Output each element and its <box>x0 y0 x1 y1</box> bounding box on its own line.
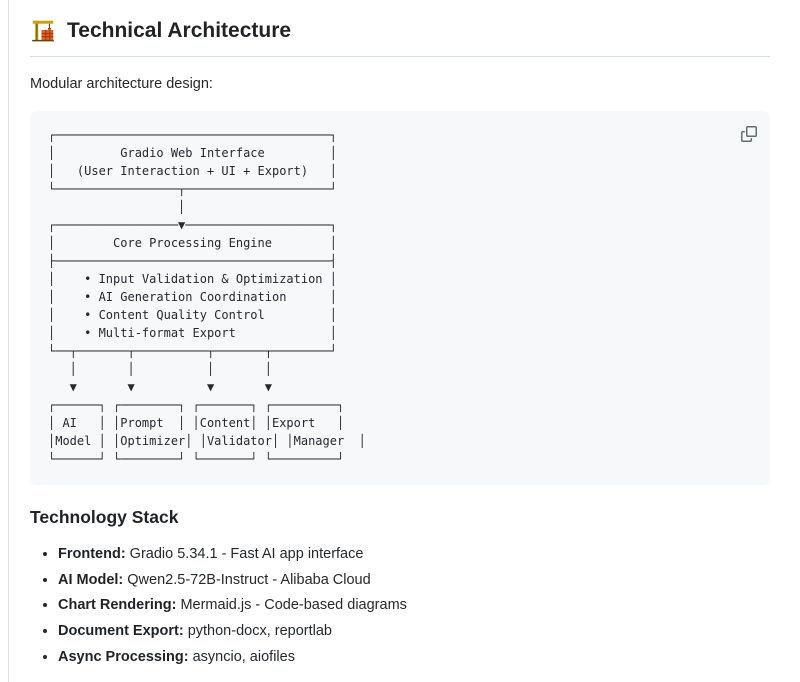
tech-stack-list: Frontend: Gradio 5.34.1 - Fast AI app in… <box>30 544 770 667</box>
item-label: Chart Rendering: <box>58 597 177 614</box>
item-label: Document Export: <box>58 623 184 640</box>
list-item: Document Export: python-docx, reportlab <box>58 621 770 642</box>
intro-text: Modular architecture design: <box>30 76 213 92</box>
list-item: Async Processing: asyncio, aiofiles <box>58 647 770 668</box>
list-item: Frontend: Gradio 5.34.1 - Fast AI app in… <box>58 544 770 565</box>
list-item: AI Model: Qwen2.5-72B-Instruct - Alibaba… <box>58 570 770 591</box>
item-text: asyncio, aiofiles <box>188 648 295 665</box>
item-text: Qwen2.5-72B-Instruct - Alibaba Cloud <box>123 571 371 588</box>
page-left-border <box>8 0 9 682</box>
item-text: Mermaid.js - Code-based diagrams <box>176 597 407 614</box>
section-heading: Technical Architecture <box>30 18 770 57</box>
copy-icon <box>741 126 757 143</box>
item-text: python-docx, reportlab <box>183 623 332 640</box>
page-title: Technical Architecture <box>67 19 292 42</box>
tech-stack-heading: Technology Stack <box>30 507 179 528</box>
copy-button[interactable] <box>734 119 764 149</box>
item-label: Async Processing: <box>58 648 189 665</box>
item-label: AI Model: <box>58 571 124 588</box>
document-content: Technical Architecture Modular architect… <box>0 0 800 667</box>
ascii-architecture-diagram: ┌──────────────────────────────────────┐… <box>48 128 366 467</box>
code-block: ┌──────────────────────────────────────┐… <box>30 111 770 486</box>
item-text: Gradio 5.34.1 - Fast AI app interface <box>125 546 364 563</box>
building-construction-icon <box>30 18 56 44</box>
list-item: Chart Rendering: Mermaid.js - Code-based… <box>58 595 770 616</box>
item-label: Frontend: <box>58 546 126 563</box>
